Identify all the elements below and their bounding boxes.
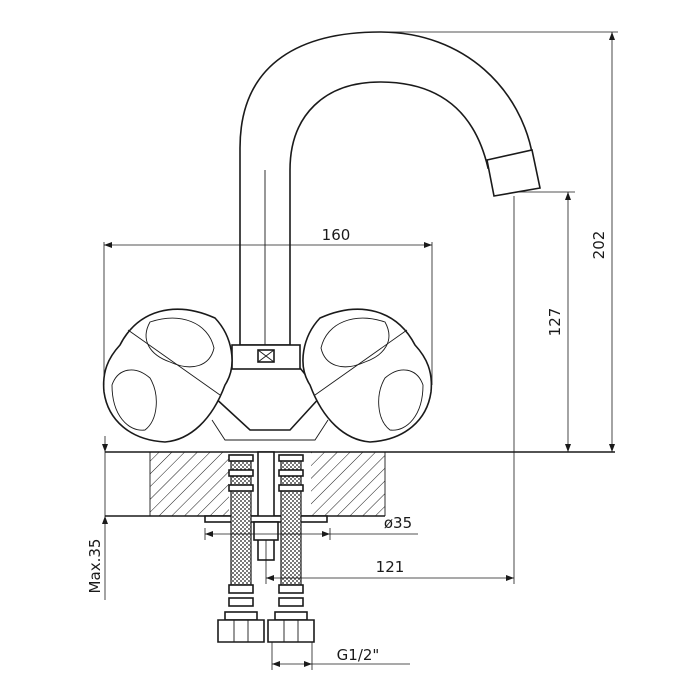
dimension-thread: G1/2" [271,642,410,670]
dimension-160: 160 [103,226,433,385]
dimension-127: 127 [515,191,575,452]
spout-outlet [486,149,541,197]
dimension-thread-label: G1/2" [337,646,380,664]
faucet-body [210,344,329,441]
dimension-127-label: 127 [546,308,564,337]
dimension-121-label: 121 [376,558,405,576]
right-supply-hose [267,454,315,643]
left-handle [102,308,233,443]
left-supply-hose [217,454,265,643]
spout [239,31,541,346]
dimension-202: 202 [380,31,618,452]
right-handle [302,308,433,443]
dimension-hole-diameter: ø35 [204,514,418,540]
mounting-assembly [204,451,328,561]
dimension-160-label: 160 [322,226,351,244]
dimension-hole-diameter-label: ø35 [384,514,412,532]
dimension-deck-max: Max.35 [86,436,108,600]
dimension-121: 121 [265,196,515,584]
countertop-section [105,450,615,520]
dimension-202-label: 202 [590,231,608,260]
dimension-deck-max-label: Max.35 [86,539,104,594]
